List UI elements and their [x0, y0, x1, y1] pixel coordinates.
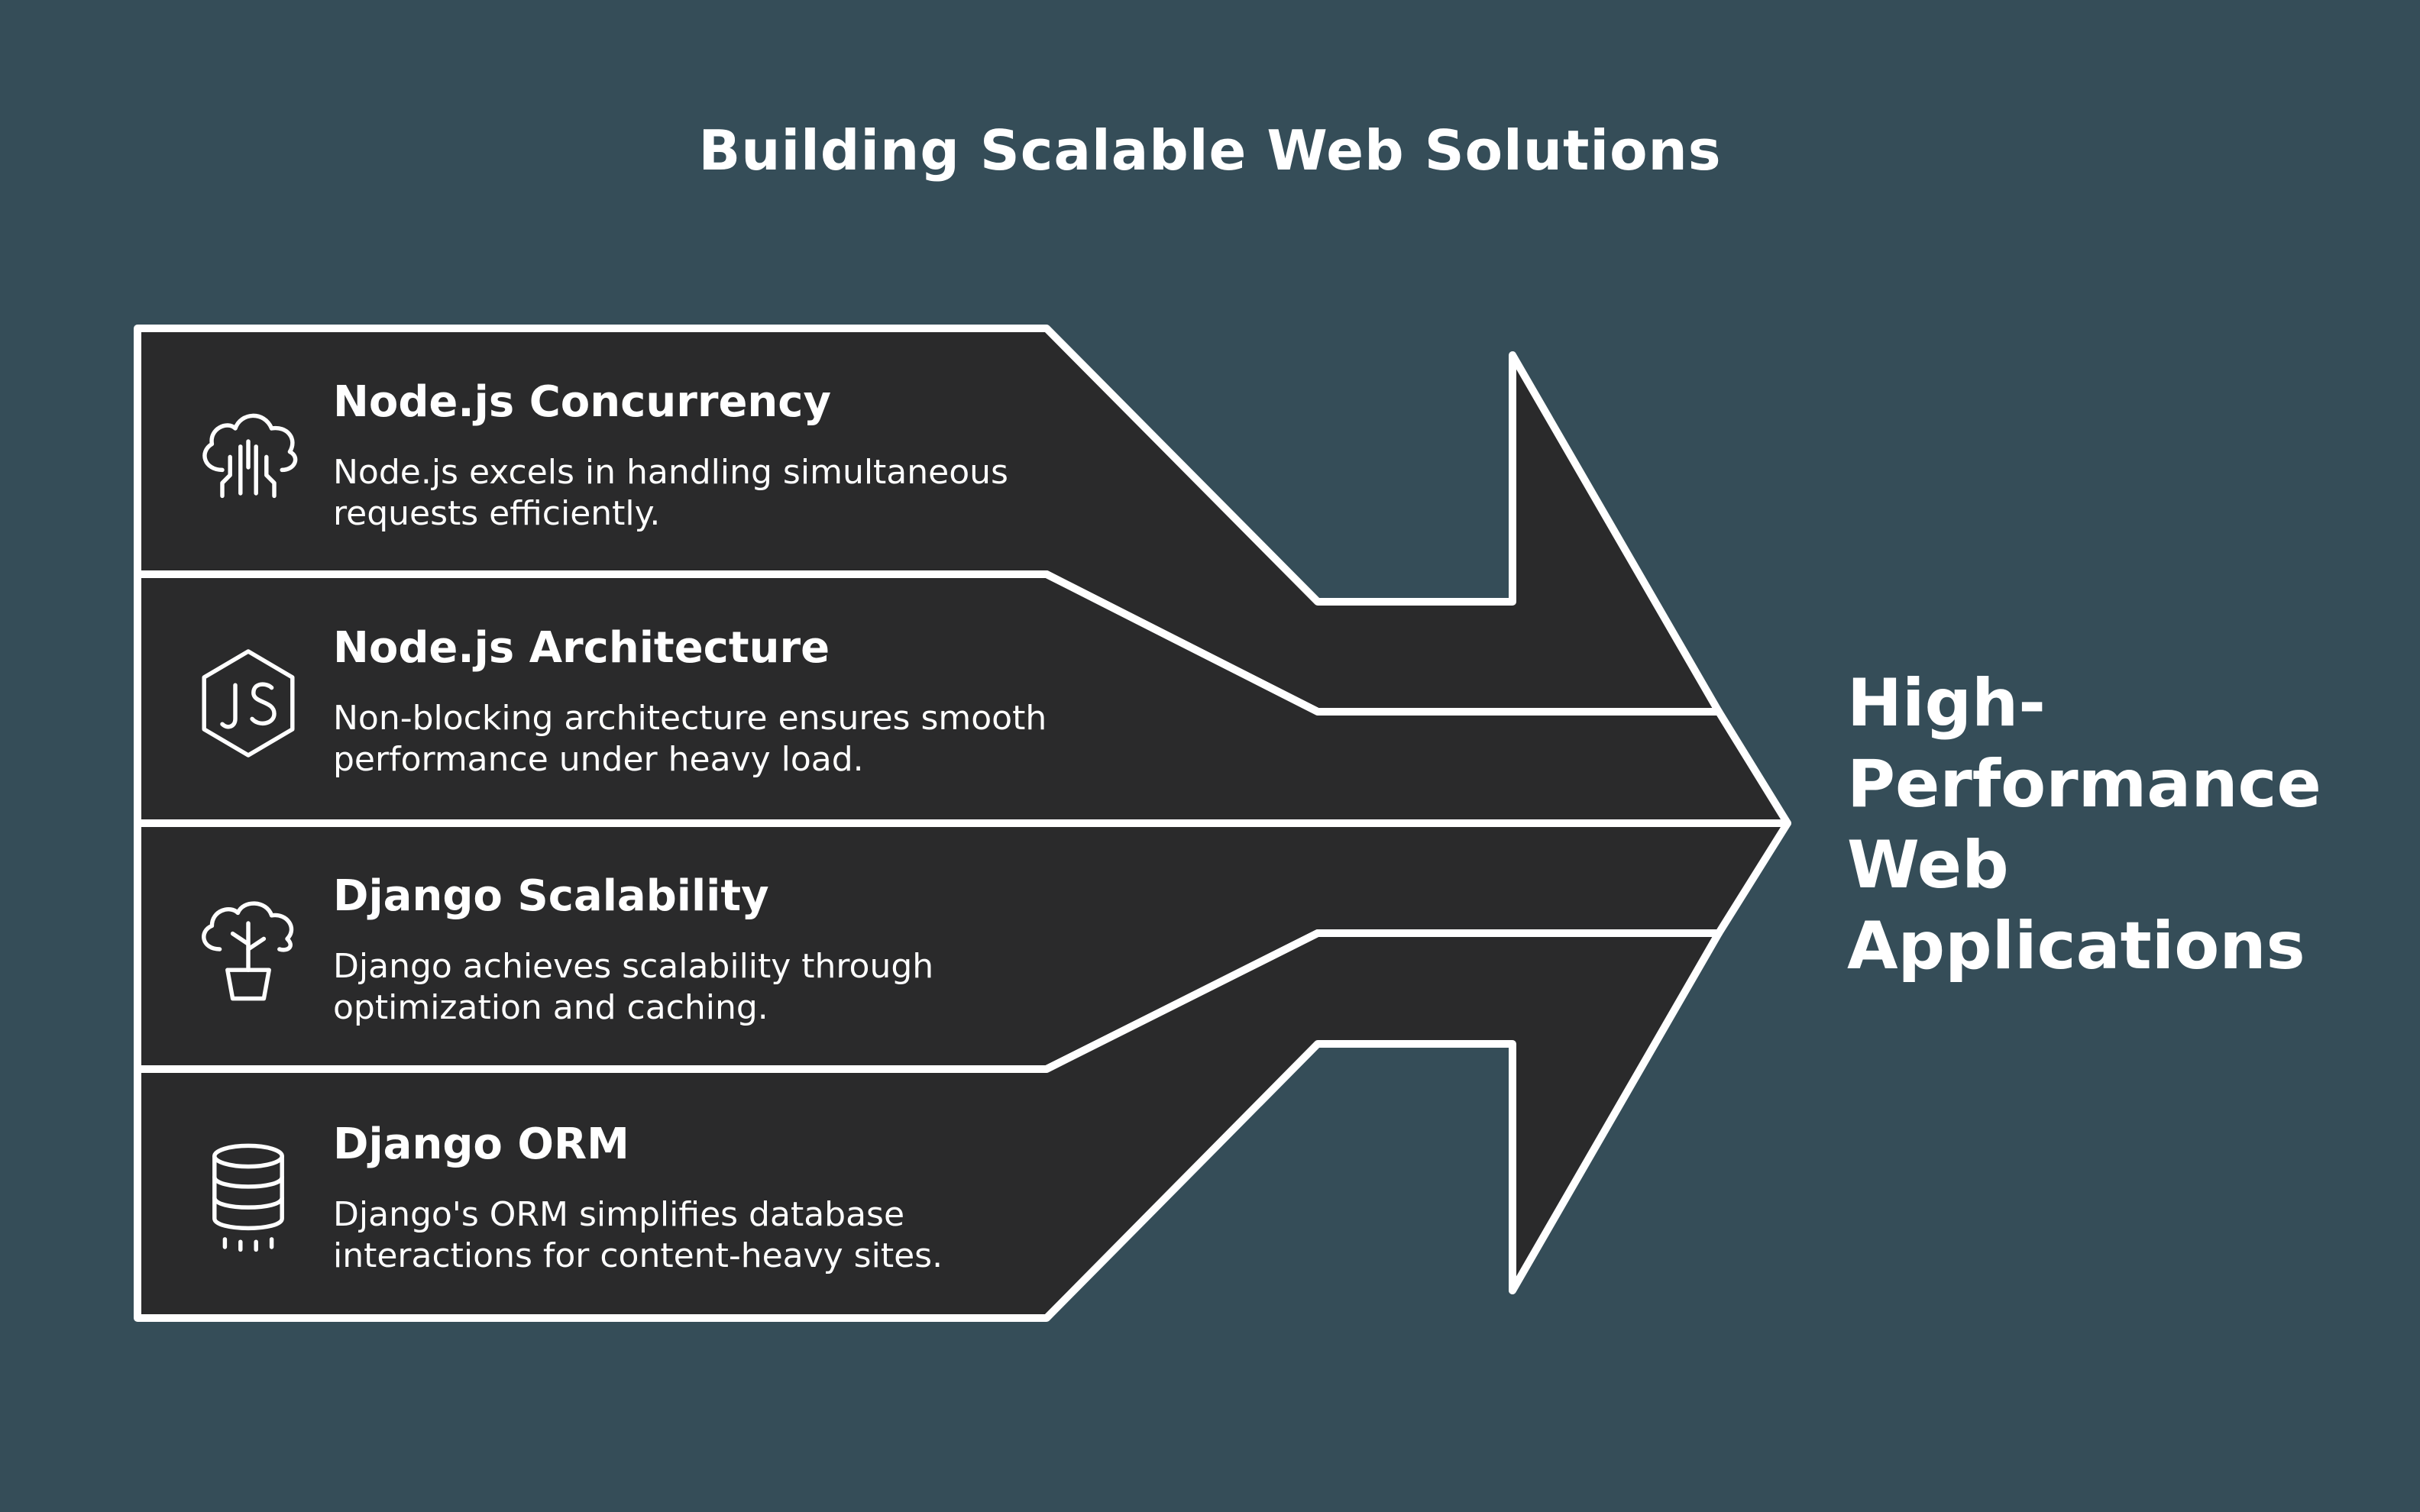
item-title: Node.js Architecture — [333, 623, 830, 673]
nodejs-hexagon-icon — [202, 649, 295, 758]
list-item: Django ORM Django's ORM simplifies datab… — [333, 1118, 1112, 1277]
cloud-plant-icon — [202, 901, 294, 1001]
list-item: Django Scalability Django achieves scala… — [333, 870, 1112, 1029]
list-item: Node.js Concurrency Node.js excels in ha… — [333, 376, 1112, 535]
item-title: Node.js Concurrency — [333, 377, 831, 427]
cloud-network-icon — [202, 413, 298, 499]
item-description: Non-blocking architecture ensures smooth… — [333, 699, 1047, 779]
item-title: Django Scalability — [333, 871, 769, 921]
page-title: Building Scalable Web Solutions — [698, 118, 1722, 183]
item-title: Django ORM — [333, 1119, 629, 1169]
item-description: Node.js excels in handling simultaneous … — [333, 453, 1008, 533]
item-description: Django achieves scalability through opti… — [333, 947, 934, 1027]
item-description: Django's ORM simplifies database interac… — [333, 1195, 943, 1275]
outcome-label: High-Performance Web Applications — [1847, 665, 2321, 984]
arrow-band-4 — [134, 929, 1723, 1322]
database-icon — [212, 1143, 284, 1252]
list-item: Node.js Architecture Non-blocking archit… — [333, 622, 1112, 780]
